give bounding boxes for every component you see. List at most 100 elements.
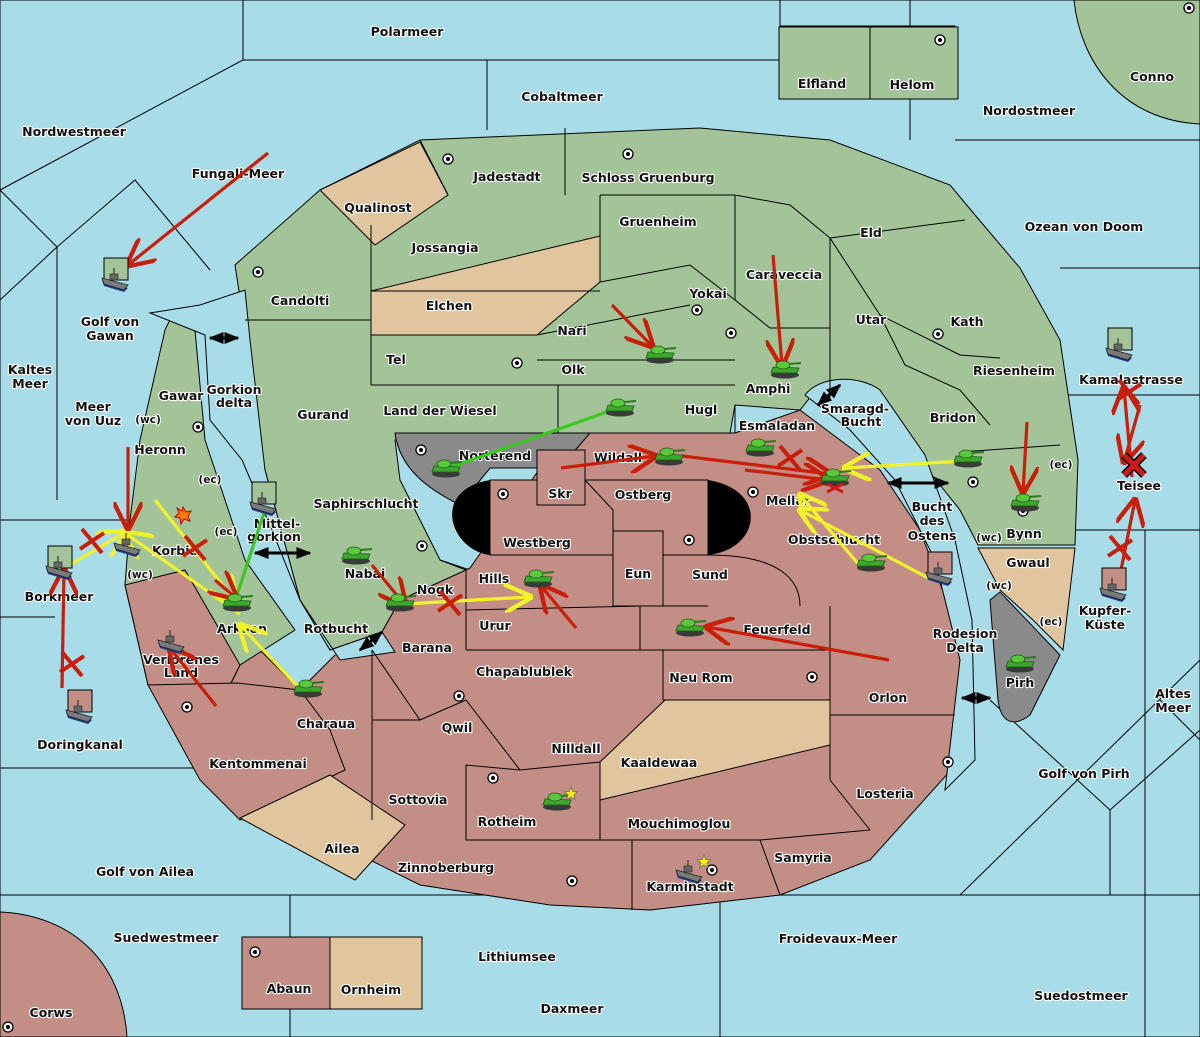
province-label: Barana [402,640,452,655]
province-skr[interactable] [536,449,586,506]
coast-label: (wc) [976,532,1002,544]
province-label: Zinnoberburg [398,860,494,875]
province-label: Abaun [267,981,312,996]
sea-label: Fungali-Meer [192,166,285,181]
supply-center-icon [252,266,264,278]
army-unit-icon[interactable] [1010,493,1042,512]
supply-center-icon [691,304,703,316]
province-pirh[interactable] [989,591,1061,723]
supply-center-icon [497,488,509,500]
fleet-unit-icon[interactable] [1105,327,1133,362]
province-label: Esmaladan [739,418,815,433]
province-label: Tel [386,352,406,367]
province-label: Ailea [324,841,359,856]
supply-center-icon [192,421,204,433]
fleet-unit-icon[interactable] [113,533,141,557]
province-label: Urur [479,618,511,633]
province-label: Caraveccia [746,267,822,282]
army-unit-icon[interactable] [431,459,463,478]
province-label: Feuerfeld [743,622,810,637]
army-unit-icon[interactable] [953,449,985,468]
province-label: Gwaul [1006,555,1049,570]
fleet-unit-icon[interactable] [925,551,953,586]
fleet-unit-icon[interactable] [157,630,185,654]
sea-label: Daxmeer [540,1001,604,1016]
province-label: Losteria [856,786,913,801]
fleet-unit-icon[interactable] [101,257,129,292]
army-unit-icon[interactable] [1005,654,1037,673]
sea-label: Gorkion [206,382,261,397]
province-label: Yokai [688,286,727,301]
coast-label: (wc) [135,414,161,426]
province-gwaul[interactable] [977,547,1076,652]
army-unit-icon[interactable] [523,569,555,588]
army-unit-icon[interactable] [542,785,579,811]
sea-label: Nordwestmeer [22,124,127,139]
fleet-unit-icon[interactable] [249,481,277,516]
army-unit-icon[interactable] [222,593,254,612]
channel-gorkion [148,289,396,661]
coast-label: (ec) [199,474,222,486]
sea-label: Küste [1085,617,1125,632]
province-label: Samyria [774,850,832,865]
army-unit-icon[interactable] [341,546,373,565]
supply-center-icon [967,476,979,488]
province-elfland[interactable] [778,26,871,100]
province-conno[interactable] [1073,0,1200,125]
orders [60,151,1147,707]
province-kentommenai[interactable] [147,682,346,821]
army-unit-icon[interactable] [645,345,677,364]
province-ornheim[interactable] [329,936,423,1010]
province-corws[interactable] [0,911,128,1037]
province-label: Neu Rom [669,670,732,685]
province-label: Jadestadt [472,169,540,184]
province-label: Qwil [442,720,473,735]
province-verlorenes-land[interactable] [124,569,241,686]
province-label: Schloss Gruenburg [581,170,714,185]
fleet-unit-icon[interactable] [675,853,712,884]
army-unit-icon[interactable] [856,553,888,572]
army-unit-icon[interactable] [654,447,686,466]
explosion-icon [173,505,193,526]
supply-center-icon [566,875,578,887]
province-label: Nogk [417,582,454,597]
province-label: Bridon [930,410,976,425]
sea-label: von Uuz [65,413,121,428]
province-label: Heronn [134,442,186,457]
supply-center-icon [932,328,944,340]
army-unit-icon[interactable] [675,618,707,637]
sea-label: Meer [1155,700,1191,715]
coast-label: (ec) [215,526,238,538]
fleet-unit-icon[interactable] [45,545,73,580]
supply-center-icon [934,34,946,46]
province-label: Hugl [685,402,718,417]
province-label: Candolti [271,293,330,308]
province-label: Gurand [297,407,349,422]
move-order-arrow [744,470,828,480]
army-unit-icon[interactable] [605,398,637,417]
province-label: Riesenheim [973,363,1055,378]
convoy-order-line [445,406,619,471]
army-unit-icon[interactable] [770,360,802,379]
army-unit-icon[interactable] [745,438,777,457]
army-unit-icon[interactable] [385,593,417,612]
sea-label: des [920,513,945,528]
fleet-unit-icon[interactable] [1099,567,1127,602]
units [45,257,1133,884]
province-label: Sottovia [389,792,448,807]
fleet-unit-icon[interactable] [65,689,93,724]
supply-center-icon [181,701,193,713]
star-icon [696,853,712,869]
province-label: Rotheim [478,814,537,829]
sea-label: Mittel- [254,516,301,531]
province-label: Gruenheim [619,214,696,229]
province-eun[interactable] [612,530,664,607]
army-unit-icon[interactable] [293,679,325,698]
province-ailea[interactable] [238,774,406,881]
province-westberg-ostberg[interactable] [489,479,709,556]
army-unit-icon[interactable] [820,468,852,494]
sea-label: Golf von [81,314,140,329]
sea-label: Altes [1155,686,1191,701]
supply-center-icon [706,864,718,876]
